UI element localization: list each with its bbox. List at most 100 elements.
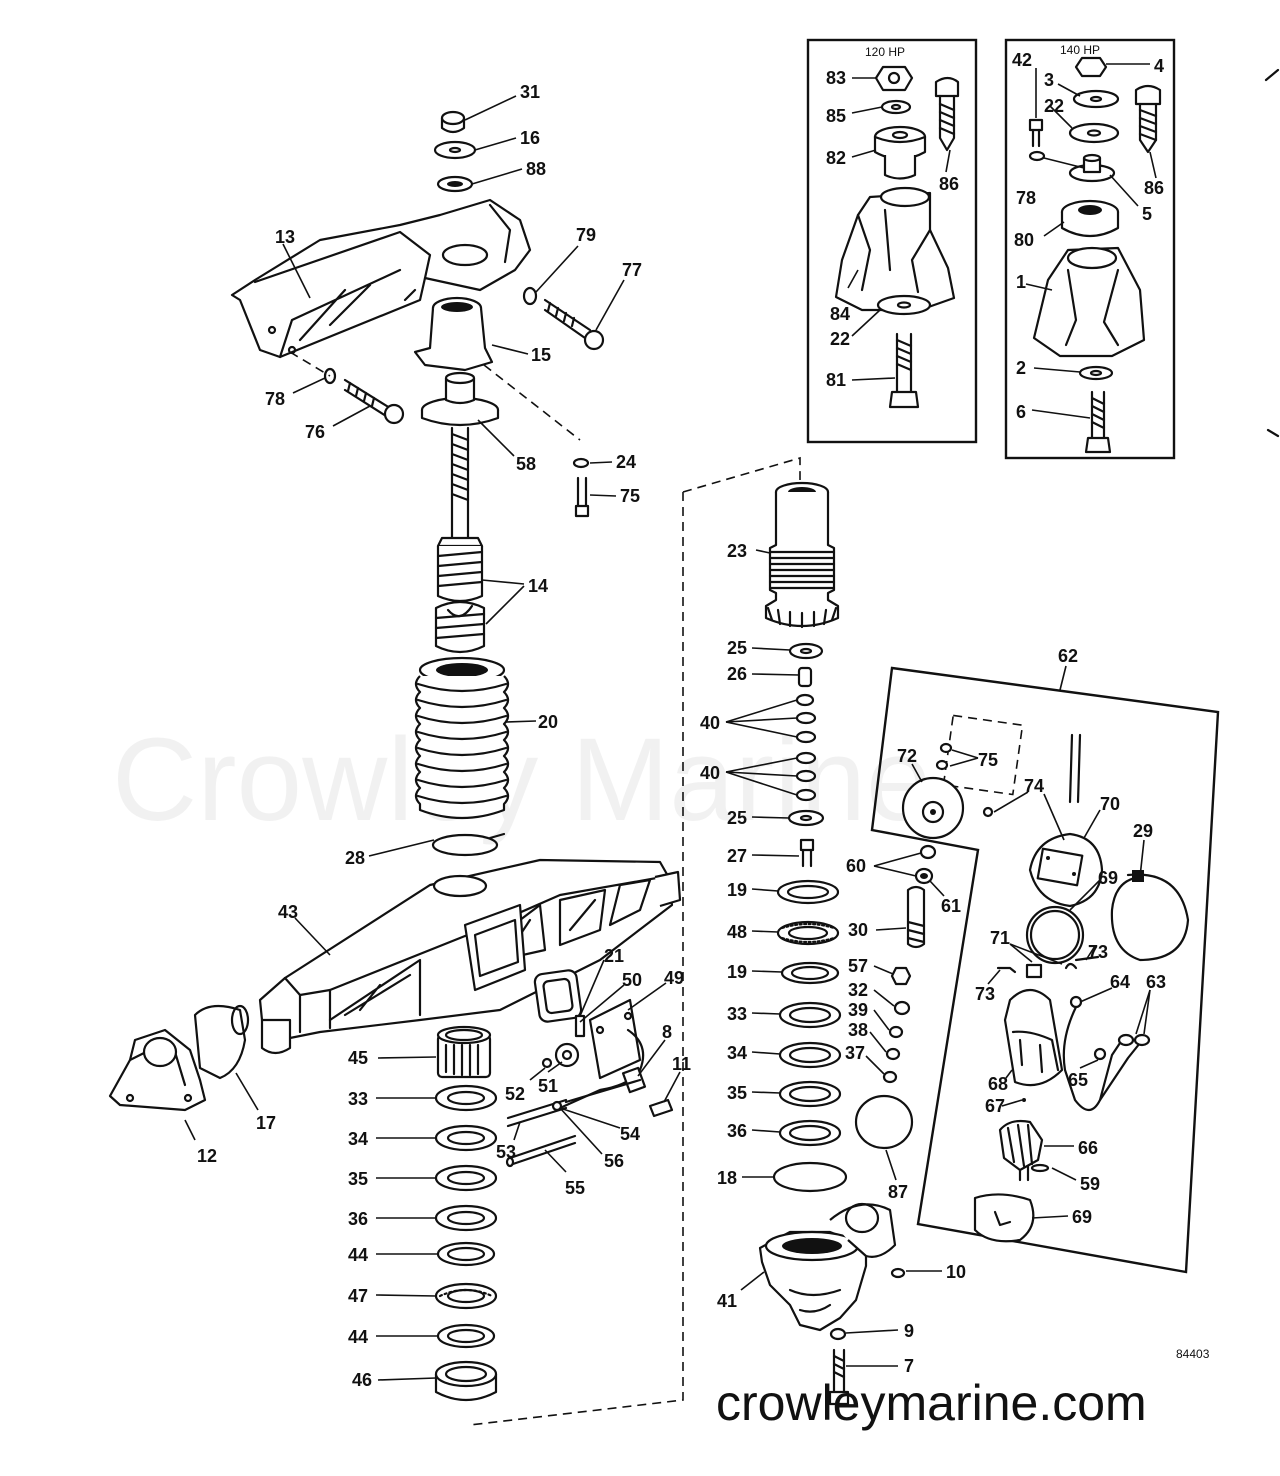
assembly-dashed-outline — [469, 456, 801, 1426]
callout-33-mid: 33 — [727, 1004, 747, 1024]
callout-19-upper: 19 — [727, 880, 747, 900]
callout-80: 80 — [1014, 230, 1034, 250]
callout-25-lower: 25 — [727, 808, 747, 828]
callout-60: 60 — [846, 856, 866, 876]
margin-mark-top — [1264, 68, 1280, 82]
callout-69-upper: 69 — [1098, 868, 1118, 888]
callout-13: 13 — [275, 227, 295, 247]
callout-34-left: 34 — [348, 1129, 368, 1149]
callout-28: 28 — [345, 848, 365, 868]
inset-140hp-title: 140 HP — [1060, 43, 1100, 57]
callout-33-left: 33 — [348, 1089, 368, 1109]
callout-11: 11 — [672, 1054, 691, 1074]
callout-79: 79 — [576, 225, 596, 245]
callout-1: 1 — [1016, 272, 1026, 292]
callout-40-lower: 40 — [700, 763, 720, 783]
callout-84: 84 — [830, 304, 850, 324]
callout-66: 66 — [1078, 1138, 1098, 1158]
callout-29: 29 — [1133, 821, 1153, 841]
callout-73-left: 73 — [975, 984, 995, 1004]
callout-32: 32 — [848, 980, 868, 1000]
callout-57: 57 — [848, 956, 868, 976]
callout-78: 78 — [265, 389, 285, 409]
leader-lines — [184, 63, 1157, 1381]
callout-38: 38 — [848, 1020, 868, 1040]
callout-24: 24 — [616, 452, 636, 472]
inset-120hp-title: 120 HP — [865, 45, 905, 59]
callout-85: 85 — [826, 106, 846, 126]
callout-40-upper: 40 — [700, 713, 720, 733]
inset-120hp: 120 HP — [806, 38, 978, 444]
callout-3: 3 — [1044, 70, 1054, 90]
callout-30: 30 — [848, 920, 868, 940]
callout-69-lower: 69 — [1072, 1207, 1092, 1227]
callout-86-left: 86 — [939, 174, 959, 194]
callout-15: 15 — [531, 345, 551, 365]
callout-58: 58 — [516, 454, 536, 474]
callout-36-mid: 36 — [727, 1121, 747, 1141]
callout-9: 9 — [904, 1321, 914, 1341]
callout-77: 77 — [622, 260, 642, 280]
callout-73-right: 73 — [1088, 942, 1108, 962]
callout-7: 7 — [904, 1356, 914, 1376]
callout-62: 62 — [1058, 646, 1078, 666]
small-parts-column — [854, 844, 937, 1150]
callout-35-mid: 35 — [727, 1083, 747, 1103]
callout-25-upper: 25 — [727, 638, 747, 658]
callout-labels: 31 16 88 13 79 77 15 78 76 58 24 75 14 2… — [197, 50, 1166, 1390]
website-url[interactable]: crowleymarine.com — [716, 1375, 1147, 1431]
callout-53: 53 — [496, 1142, 516, 1162]
callout-56: 56 — [604, 1151, 624, 1171]
callout-70: 70 — [1100, 794, 1120, 814]
callout-21: 21 — [604, 946, 624, 966]
margin-mark-mid — [1266, 428, 1280, 438]
callout-83: 83 — [826, 68, 846, 88]
callout-20: 20 — [538, 712, 558, 732]
callout-14: 14 — [528, 576, 548, 596]
callout-8: 8 — [662, 1022, 672, 1042]
callout-42: 42 — [1012, 50, 1032, 70]
callout-22-left: 22 — [830, 329, 850, 349]
callout-49: 49 — [664, 968, 684, 988]
callout-47: 47 — [348, 1286, 368, 1306]
callout-31: 31 — [520, 82, 540, 102]
callout-64: 64 — [1110, 972, 1130, 992]
callout-54: 54 — [620, 1124, 640, 1144]
callout-52: 52 — [505, 1084, 525, 1104]
callout-50: 50 — [622, 970, 642, 990]
callout-55: 55 — [565, 1178, 585, 1198]
callout-76: 76 — [305, 422, 325, 442]
callout-63: 63 — [1146, 972, 1166, 992]
callout-12: 12 — [197, 1146, 217, 1166]
callout-34-mid: 34 — [727, 1043, 747, 1063]
gimbal-housing — [108, 858, 682, 1402]
callout-27: 27 — [727, 846, 747, 866]
callout-18: 18 — [717, 1168, 737, 1188]
callout-44-upper: 44 — [348, 1245, 368, 1265]
callout-82: 82 — [826, 148, 846, 168]
callout-87: 87 — [888, 1182, 908, 1202]
callout-86-right: 86 — [1144, 178, 1164, 198]
callout-75: 75 — [620, 486, 640, 506]
callout-46: 46 — [352, 1370, 372, 1390]
callout-23: 23 — [727, 541, 747, 561]
callout-22-right: 22 — [1044, 96, 1064, 116]
callout-72: 72 — [897, 746, 917, 766]
drawing-number: 84403 — [1176, 1347, 1210, 1361]
callout-6: 6 — [1016, 402, 1026, 422]
callout-43: 43 — [278, 902, 298, 922]
callout-74: 74 — [1024, 776, 1044, 796]
trim-motor-inset — [870, 666, 1220, 1274]
callout-37: 37 — [845, 1043, 865, 1063]
callout-4: 4 — [1154, 56, 1164, 76]
callout-10: 10 — [946, 1262, 966, 1282]
callout-75-inset: 75 — [978, 750, 998, 770]
callout-5: 5 — [1142, 204, 1152, 224]
callout-88: 88 — [526, 159, 546, 179]
callout-67: 67 — [985, 1096, 1005, 1116]
callout-19-lower: 19 — [727, 962, 747, 982]
callout-26: 26 — [727, 664, 747, 684]
callout-68: 68 — [988, 1074, 1008, 1094]
callout-45: 45 — [348, 1048, 368, 1068]
